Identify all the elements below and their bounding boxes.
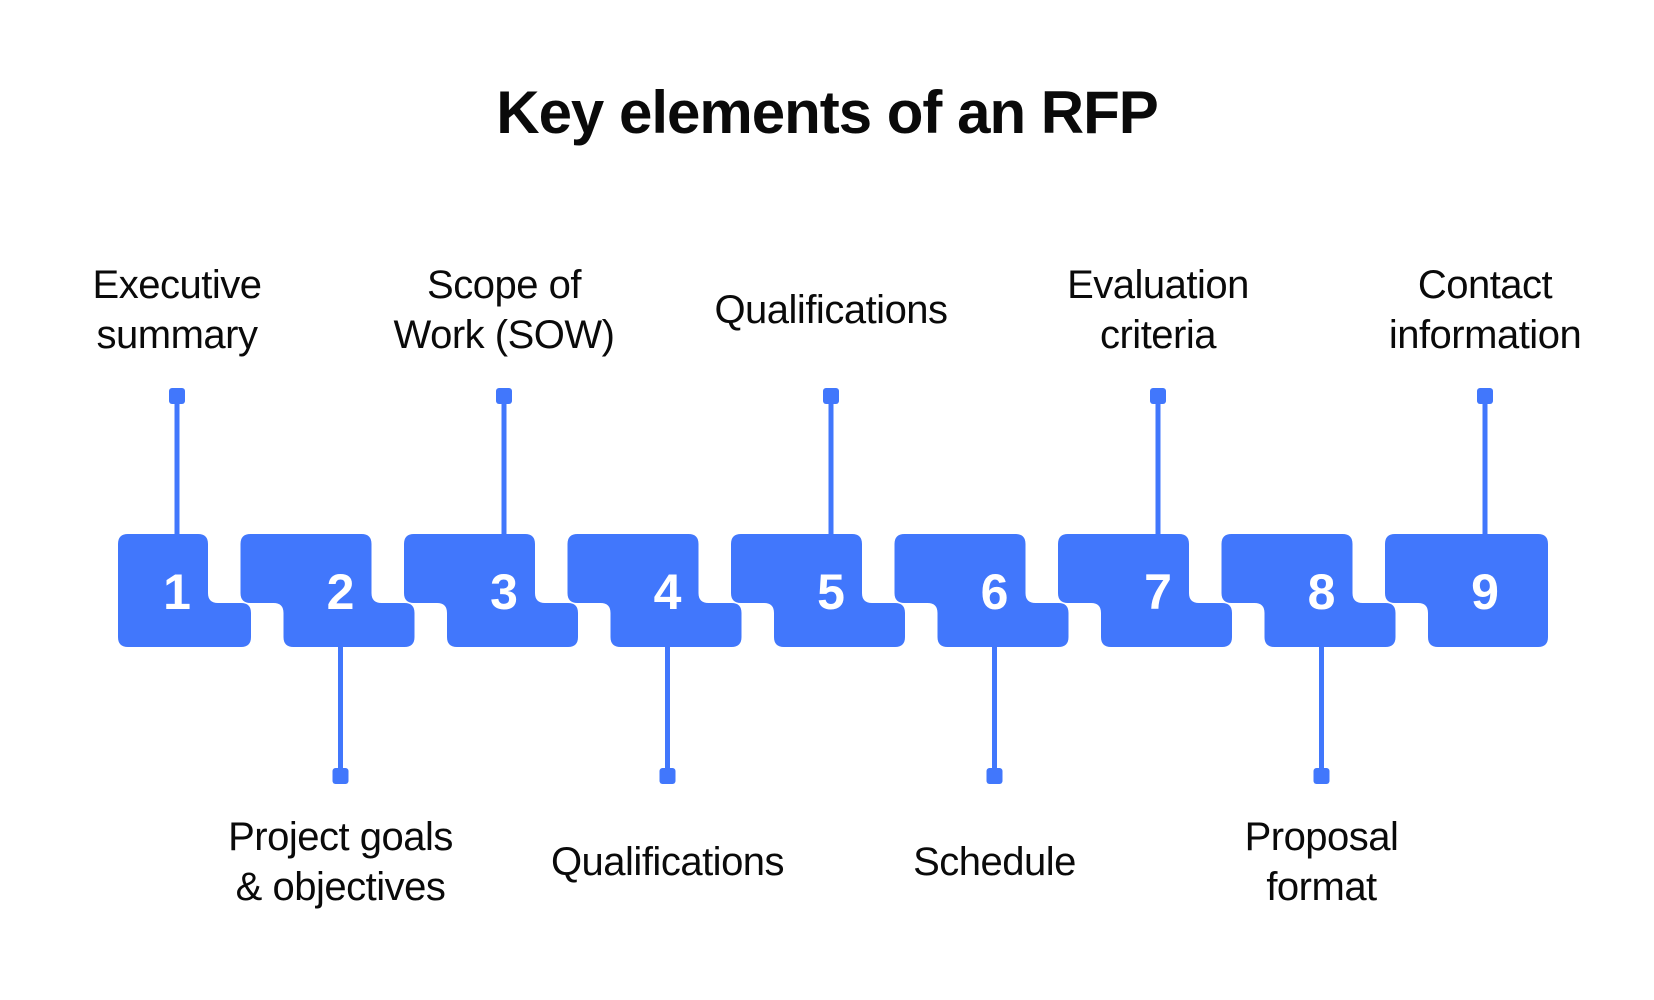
connector-endpoint-icon xyxy=(496,388,512,404)
step-label-line: Contact xyxy=(1417,263,1553,307)
puzzle-piece xyxy=(118,534,251,647)
step-number: 7 xyxy=(1144,564,1172,620)
connector-endpoint-icon xyxy=(823,388,839,404)
connector-endpoint-icon xyxy=(332,768,349,784)
puzzle-piece xyxy=(894,534,1069,647)
step-number: 4 xyxy=(654,564,682,620)
step-label: Qualifications xyxy=(681,285,981,335)
step-label: Qualifications xyxy=(518,837,818,887)
step-number: 8 xyxy=(1308,564,1336,620)
step-label-line: & objectives xyxy=(235,865,446,909)
step-number: 3 xyxy=(490,564,518,620)
connector-endpoint-icon xyxy=(1477,388,1493,404)
connector-endpoint-icon xyxy=(1150,388,1166,404)
connector-endpoint-icon xyxy=(169,388,185,404)
step-label-line: Qualifications xyxy=(714,288,948,332)
step-number: 5 xyxy=(817,564,845,620)
step-8: 8 xyxy=(1221,534,1396,784)
step-label: Project goals & objectives xyxy=(191,812,491,912)
step-number: 9 xyxy=(1471,564,1499,620)
puzzle-piece xyxy=(1385,534,1548,647)
step-7: 7 xyxy=(1058,388,1232,647)
step-label-line: Work (SOW) xyxy=(393,313,615,357)
step-label-line: Evaluation xyxy=(1067,263,1249,307)
diagram-title: Key elements of an RFP xyxy=(496,79,1159,146)
step-number: 1 xyxy=(163,564,191,620)
puzzle-piece xyxy=(1058,534,1232,647)
step-label: Proposal format xyxy=(1172,812,1472,912)
step-label-line: criteria xyxy=(1099,313,1217,357)
step-number: 6 xyxy=(981,564,1009,620)
step-6: 6 xyxy=(894,534,1069,784)
step-number: 2 xyxy=(327,564,355,620)
step-9: 9 xyxy=(1385,388,1548,647)
step-label-line: Scope of xyxy=(427,263,581,307)
step-label-line: summary xyxy=(96,313,258,357)
step-2: 2 xyxy=(240,534,415,784)
puzzle-piece xyxy=(240,534,415,647)
puzzle-piece xyxy=(567,534,742,647)
connector-endpoint-icon xyxy=(986,768,1003,784)
step-label: Executive summary xyxy=(27,260,327,360)
connector-endpoint-icon xyxy=(659,768,676,784)
step-1: 1 xyxy=(118,388,251,647)
step-label-line: Qualifications xyxy=(550,840,785,884)
step-label: Schedule xyxy=(845,837,1145,887)
connector-endpoint-icon xyxy=(1313,768,1330,784)
step-label: Contact information xyxy=(1335,260,1635,360)
puzzle-piece xyxy=(1221,534,1396,647)
puzzle-piece xyxy=(404,534,578,647)
step-4: 4 xyxy=(567,534,742,784)
step-label: Scope of Work (SOW) xyxy=(354,260,654,360)
step-3: 3 xyxy=(404,388,578,647)
step-label-line: Project goals xyxy=(228,815,453,859)
puzzle-piece xyxy=(731,534,905,647)
step-label: Evaluation criteria xyxy=(1008,260,1308,360)
step-5: 5 xyxy=(731,388,905,647)
step-label-line: Executive xyxy=(92,263,262,307)
step-label-line: Proposal xyxy=(1244,815,1399,859)
step-label-line: Schedule xyxy=(913,840,1076,884)
step-label-line: format xyxy=(1266,865,1377,909)
step-label-line: information xyxy=(1388,313,1582,357)
